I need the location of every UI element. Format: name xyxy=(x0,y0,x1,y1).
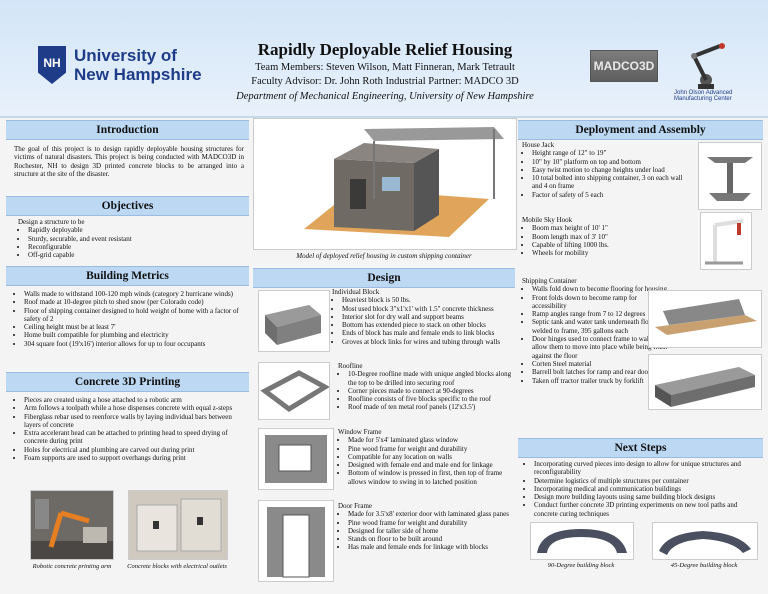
objectives-heading: Objectives xyxy=(6,196,249,216)
house-jack-text: House Jack Height range of 12" to 19" 10… xyxy=(522,141,692,199)
block-45-render xyxy=(652,522,758,560)
unh-shield-icon: NH xyxy=(38,46,66,84)
metric-item: Ceiling height must be at least 7' xyxy=(24,323,246,331)
container-closed-render xyxy=(648,354,762,410)
sky-hook-text: Mobile Sky Hook Boom max height of 10' 1… xyxy=(522,216,692,257)
door-frame-render xyxy=(258,500,334,582)
deployment-heading: Deployment and Assembly xyxy=(518,120,763,140)
design-heading: Design xyxy=(253,268,515,288)
window-frame-render xyxy=(258,428,334,490)
model-caption: Model of deployed relief housing in cust… xyxy=(296,252,472,260)
next-step-item: Incorporating curved pieces into design … xyxy=(534,460,762,477)
printing-heading: Concrete 3D Printing xyxy=(6,372,249,392)
objective-item: Sturdy, securable, and event resistant xyxy=(28,235,244,243)
building-metrics-heading: Building Metrics xyxy=(6,266,249,286)
photo-caption-blocks: Concrete blocks with electrical outlets xyxy=(127,563,227,570)
printing-list: Pieces are created using a hose attached… xyxy=(14,396,246,462)
metric-item: Roof made at 10-degree pitch to shed sno… xyxy=(24,298,246,306)
printing-item: Foam supports are used to support overha… xyxy=(24,454,246,462)
window-frame-text: Window Frame Made for 5'x4' laminated gl… xyxy=(338,428,512,486)
center-name: John Olson Advanced Manufacturing Center xyxy=(674,90,733,102)
objective-item: Reconfigurable xyxy=(28,243,244,251)
metric-item: Walls made to withstand 100-120 mph wind… xyxy=(24,290,246,298)
team-members: Team Members: Steven Wilson, Matt Finner… xyxy=(255,62,515,73)
caption-90-block: 90-Degree building block xyxy=(547,562,615,569)
individual-block-render xyxy=(258,290,330,352)
objective-item: Off-grid capable xyxy=(28,251,244,259)
next-step-item: Conduct further concrete 3D printing exp… xyxy=(534,501,762,518)
container-open-render xyxy=(648,290,762,348)
next-step-item: Determine logistics of multiple structur… xyxy=(534,477,762,485)
housing-model-render xyxy=(253,118,517,250)
building-metrics-list: Walls made to withstand 100-120 mph wind… xyxy=(14,290,246,348)
house-jack-render xyxy=(698,142,762,210)
printing-item: Fiberglass rebar used to reenforce walls… xyxy=(24,413,246,430)
unh-logo: NH University of New Hampshire xyxy=(38,46,208,86)
next-steps-heading: Next Steps xyxy=(518,438,763,458)
objective-item: Rapidly deployable xyxy=(28,226,244,234)
shipping-container-text: Shipping Container Walls fold down to be… xyxy=(522,277,672,385)
next-step-item: Incorporating medical and communication … xyxy=(534,485,762,493)
introduction-text: The goal of this project is to design ra… xyxy=(14,145,244,178)
poster-title: Rapidly Deployable Relief Housing xyxy=(257,40,513,59)
objectives-list: Design a structure to be Rapidly deploya… xyxy=(18,218,244,259)
roofline-text: Roofline 10-Degree roofline made with un… xyxy=(338,362,512,412)
advisor-line: Faculty Advisor: Dr. John Roth Industria… xyxy=(251,76,519,87)
metric-item: 304 square foot (19'x16') interior allow… xyxy=(24,340,246,348)
robot-arm-logo xyxy=(691,43,725,89)
introduction-heading: Introduction xyxy=(6,120,249,140)
metric-item: Home built compatible for plumbing and e… xyxy=(24,331,246,339)
university-name: University of New Hampshire xyxy=(74,46,202,84)
printing-item: Arm follows a toolpath while a hose disp… xyxy=(24,404,246,412)
printing-item: Holes for electrical and plumbing are ca… xyxy=(24,446,246,454)
photo-caption-arm: Robotic concrete printing arm xyxy=(32,563,112,570)
metric-item: Floor of shipping container designed to … xyxy=(24,307,246,324)
caption-45-block: 45-Degree building block xyxy=(670,562,738,569)
concrete-blocks-photo xyxy=(128,490,228,560)
printing-item: Extra accelerant head can be attached to… xyxy=(24,429,246,446)
block-90-render xyxy=(530,522,634,560)
roofline-render xyxy=(258,362,330,420)
department-line: Department of Mechanical Engineering, Un… xyxy=(236,91,534,102)
door-frame-text: Door Frame Made for 3.5'x8' exterior doo… xyxy=(338,502,512,552)
madco3d-logo: MADCO3D xyxy=(590,50,658,82)
next-step-item: Design more building layouts using same … xyxy=(534,493,762,501)
robotic-arm-photo xyxy=(30,490,114,560)
next-steps-list: Incorporating curved pieces into design … xyxy=(524,460,762,518)
individual-block-text: Individual Block Heaviest block is 50 lb… xyxy=(332,288,512,346)
printing-item: Pieces are created using a hose attached… xyxy=(24,396,246,404)
sky-hook-render xyxy=(700,212,752,270)
